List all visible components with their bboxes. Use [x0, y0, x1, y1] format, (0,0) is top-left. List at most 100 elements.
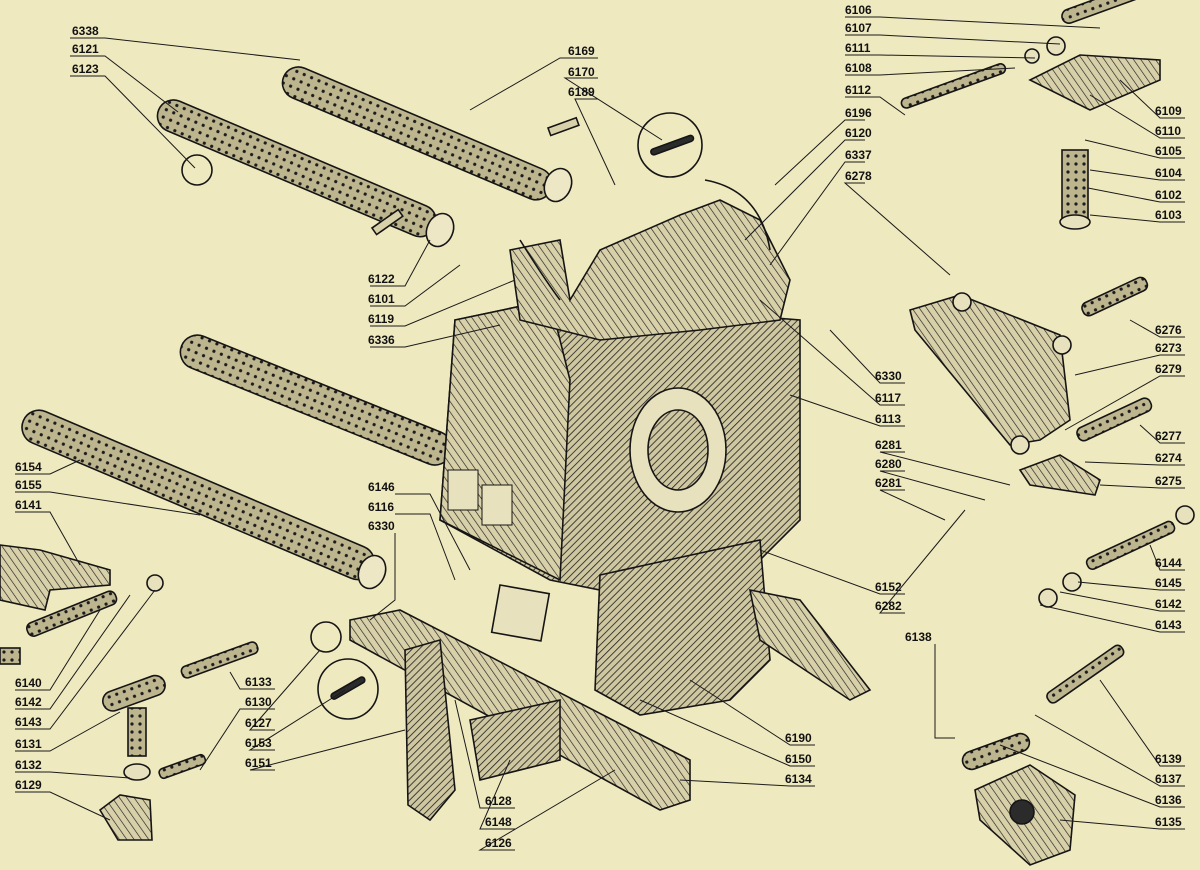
leader-line — [1129, 319, 1185, 338]
barrel-lower-left — [21, 409, 387, 590]
part-label: 6282 — [875, 599, 902, 613]
barrel-upper-right — [281, 66, 580, 203]
trunnion-bracket — [909, 276, 1153, 496]
part-label: 6103 — [1155, 208, 1182, 222]
part-label: 6128 — [485, 794, 512, 808]
leader-line — [1064, 375, 1185, 431]
leader-line — [1089, 94, 1185, 139]
leader-line — [1139, 424, 1185, 444]
part-label: 6112 — [845, 83, 871, 97]
leader-line — [248, 689, 346, 751]
part-label: 6336 — [368, 333, 395, 347]
part-label: 6139 — [1155, 752, 1182, 766]
leader-line — [229, 671, 275, 690]
part-label: 6281 — [875, 476, 902, 490]
leader-line — [1059, 819, 1185, 830]
leader-line — [1119, 79, 1185, 119]
part-label: 6116 — [368, 500, 394, 514]
part-label: 6119 — [368, 312, 394, 326]
leader-line — [15, 711, 121, 752]
part-label: 6169 — [568, 44, 595, 58]
part-label: 6155 — [15, 478, 42, 492]
leader-line — [370, 324, 501, 348]
part-label: 6138 — [905, 630, 932, 644]
base-frame — [349, 588, 872, 822]
leader-line — [774, 119, 865, 186]
leader-line — [689, 679, 815, 746]
part-label: 6276 — [1155, 323, 1182, 337]
leader-line — [199, 708, 275, 771]
leader-line — [15, 589, 156, 730]
part-label: 6136 — [1155, 793, 1182, 807]
barrel-upper-left — [156, 99, 455, 248]
leader-line — [15, 511, 81, 566]
leader-line — [1059, 591, 1185, 612]
leader-line — [15, 771, 131, 779]
part-label: 6144 — [1155, 556, 1182, 570]
leader-line — [395, 513, 456, 581]
part-label: 6101 — [368, 292, 395, 306]
leader-line — [829, 329, 905, 384]
leader-line — [789, 394, 905, 427]
part-label: 6123 — [72, 62, 99, 76]
leader-line — [370, 264, 461, 307]
leader-line — [1149, 544, 1185, 571]
leader-line — [1084, 461, 1185, 466]
part-label: 6277 — [1155, 429, 1182, 443]
leader-line — [1034, 714, 1185, 787]
part-label: 6110 — [1155, 124, 1181, 138]
part-label: 6132 — [15, 758, 42, 772]
leader-line — [15, 491, 201, 516]
leader-line — [15, 594, 131, 710]
leader-line — [249, 729, 406, 771]
leader-line — [879, 470, 986, 501]
lower-right-hardware — [961, 505, 1195, 866]
leader-line — [1089, 214, 1185, 223]
leader-line — [999, 744, 1185, 808]
leader-line — [878, 509, 966, 614]
leader-line — [1089, 169, 1185, 181]
part-label: 6113 — [875, 412, 901, 426]
leader-line — [744, 139, 865, 241]
leader-line — [843, 182, 951, 276]
leader-line — [769, 161, 865, 266]
part-label: 6143 — [1155, 618, 1182, 632]
part-label: 6150 — [785, 752, 812, 766]
part-label: 6108 — [845, 61, 872, 75]
part-label: 6142 — [1155, 597, 1182, 611]
part-label: 6279 — [1155, 362, 1182, 376]
part-label: 6105 — [1155, 144, 1182, 158]
part-label: 6104 — [1155, 166, 1182, 180]
leader-line — [395, 493, 471, 571]
part-label: 6338 — [72, 24, 99, 38]
part-label: 6274 — [1155, 451, 1182, 465]
part-label: 6281 — [875, 438, 902, 452]
leader-line — [370, 279, 516, 327]
part-label: 6280 — [875, 457, 902, 471]
leader-line — [845, 16, 1101, 29]
part-label: 6133 — [245, 675, 272, 689]
leader-line — [478, 769, 616, 851]
leader-line — [679, 779, 815, 787]
part-labels: 6338 6121 6123 6169 6170 6189 6196 6120 … — [15, 3, 1182, 850]
part-label: 6154 — [15, 460, 42, 474]
part-label: 6143 — [15, 715, 42, 729]
barrel-lower-right — [179, 334, 453, 466]
part-label: 6130 — [245, 695, 272, 709]
part-label: 6127 — [245, 716, 272, 730]
part-label: 6137 — [1155, 772, 1182, 786]
part-label: 6140 — [15, 676, 42, 690]
leader-line — [1077, 581, 1185, 591]
leader-line — [1087, 187, 1185, 203]
part-label: 6146 — [368, 480, 395, 494]
part-label: 6141 — [15, 498, 42, 512]
leader-line — [879, 451, 1011, 486]
leader-line — [248, 649, 321, 731]
leader-line — [15, 791, 111, 821]
leader-line — [879, 489, 946, 521]
part-label: 6117 — [875, 391, 901, 405]
part-label: 6190 — [785, 731, 812, 745]
leader-line — [574, 98, 616, 186]
part-label: 6170 — [568, 65, 595, 79]
part-label: 6151 — [245, 756, 272, 770]
